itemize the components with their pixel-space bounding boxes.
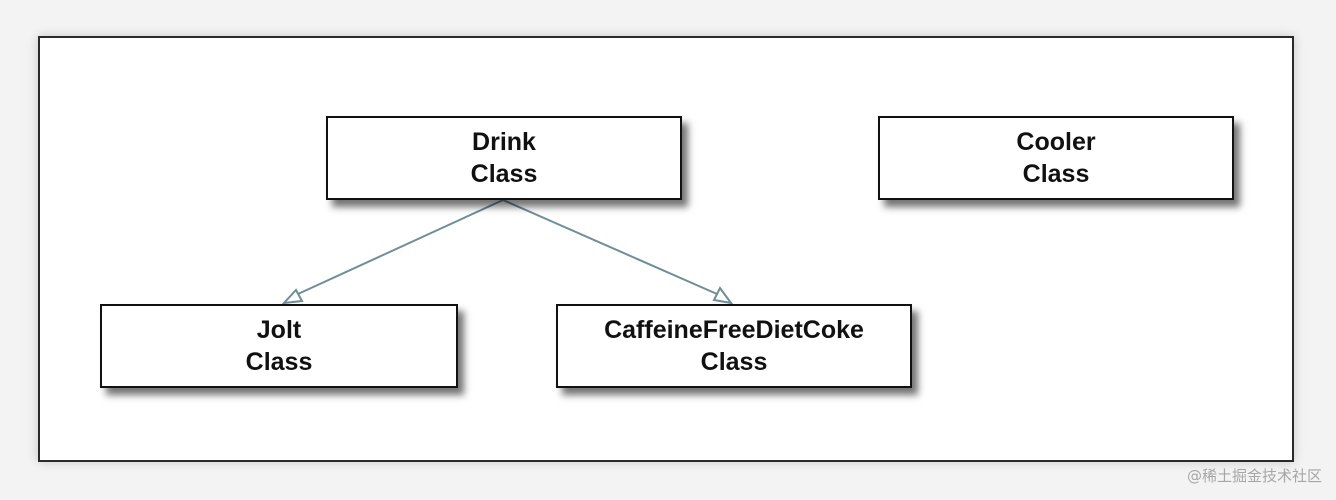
inheritance-jolt-to-drink [281, 199, 504, 305]
class-kind-cooler: Class [1022, 160, 1090, 188]
class-box-caffeine-free-diet-coke: CaffeineFreeDietCoke Class [556, 304, 912, 388]
class-name-cooler: Cooler [1016, 128, 1096, 156]
class-kind-coke: Class [700, 348, 768, 376]
watermark-text: @稀土掘金技术社区 [1186, 467, 1322, 485]
class-box-cooler: Cooler Class [878, 116, 1234, 200]
class-name-jolt: Jolt [256, 316, 302, 344]
class-box-jolt: Jolt Class [100, 304, 458, 388]
inheritance-arrowhead-coke [712, 286, 734, 305]
diagram-frame [38, 36, 1294, 462]
class-box-drink: Drink Class [326, 116, 682, 200]
class-kind-jolt: Class [245, 348, 313, 376]
class-name-coke: CaffeineFreeDietCoke [604, 316, 864, 344]
inheritance-arrowhead-jolt [281, 288, 304, 305]
inheritance-line-coke [502, 199, 718, 295]
class-name-drink: Drink [472, 128, 536, 156]
inheritance-line-jolt [297, 199, 504, 295]
inheritance-coke-to-drink [502, 199, 734, 305]
class-kind-drink: Class [470, 160, 538, 188]
